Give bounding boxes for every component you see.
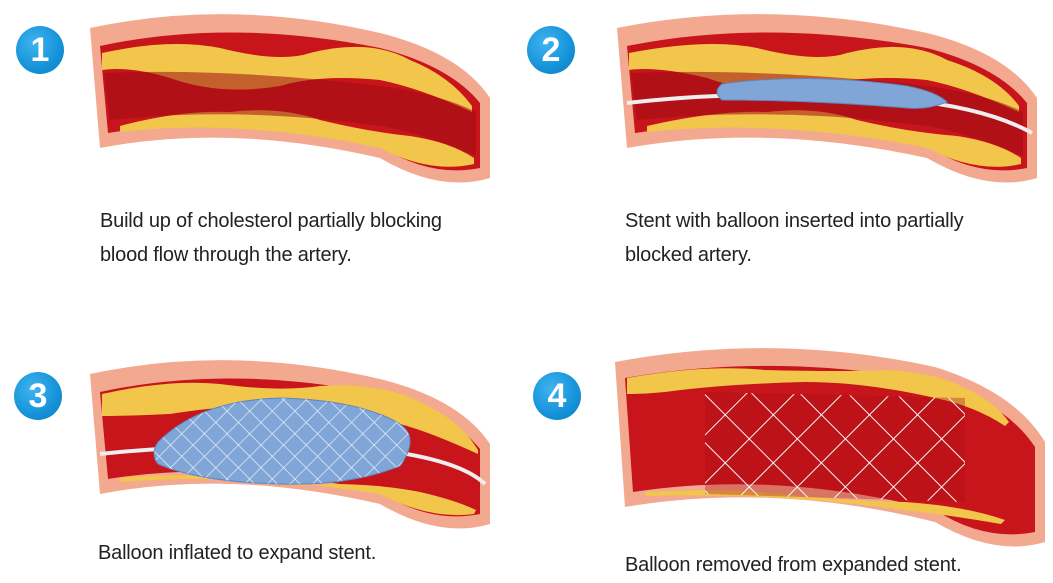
caption-line-1: Balloon removed from expanded stent. bbox=[625, 548, 1045, 582]
step-caption: Stent with balloon inserted into partial… bbox=[625, 204, 1045, 272]
step-number-badge: 1 bbox=[16, 26, 64, 74]
artery-stent-expanded-illustration bbox=[605, 342, 1053, 562]
step-caption: Balloon inflated to expand stent. bbox=[98, 536, 518, 570]
artery-plaque-illustration bbox=[80, 8, 500, 198]
caption-line-1: Build up of cholesterol partially blocki… bbox=[100, 204, 520, 238]
step-number-badge: 3 bbox=[14, 372, 62, 420]
step-4-panel: 4 Balloon removed from expanded stent. bbox=[527, 292, 1053, 583]
caption-line-2: blocked artery. bbox=[625, 238, 1045, 272]
step-2-panel: 2 Stent with balloon inserted into parti… bbox=[527, 0, 1053, 291]
step-number-badge: 2 bbox=[527, 26, 575, 74]
artery-balloon-inflated-illustration bbox=[80, 354, 500, 544]
step-1-panel: 1 Build up of cholesterol partially bloc… bbox=[0, 0, 526, 291]
step-caption: Build up of cholesterol partially blocki… bbox=[100, 204, 520, 272]
step-number-badge: 4 bbox=[533, 372, 581, 420]
artery-balloon-insert-illustration bbox=[607, 8, 1047, 198]
step-caption: Balloon removed from expanded stent. bbox=[625, 548, 1045, 582]
step-3-panel: 3 Balloon inflated to expand stent. bbox=[0, 292, 526, 583]
caption-line-2: blood flow through the artery. bbox=[100, 238, 520, 272]
caption-line-1: Stent with balloon inserted into partial… bbox=[625, 204, 1045, 238]
caption-line-1: Balloon inflated to expand stent. bbox=[98, 536, 518, 570]
